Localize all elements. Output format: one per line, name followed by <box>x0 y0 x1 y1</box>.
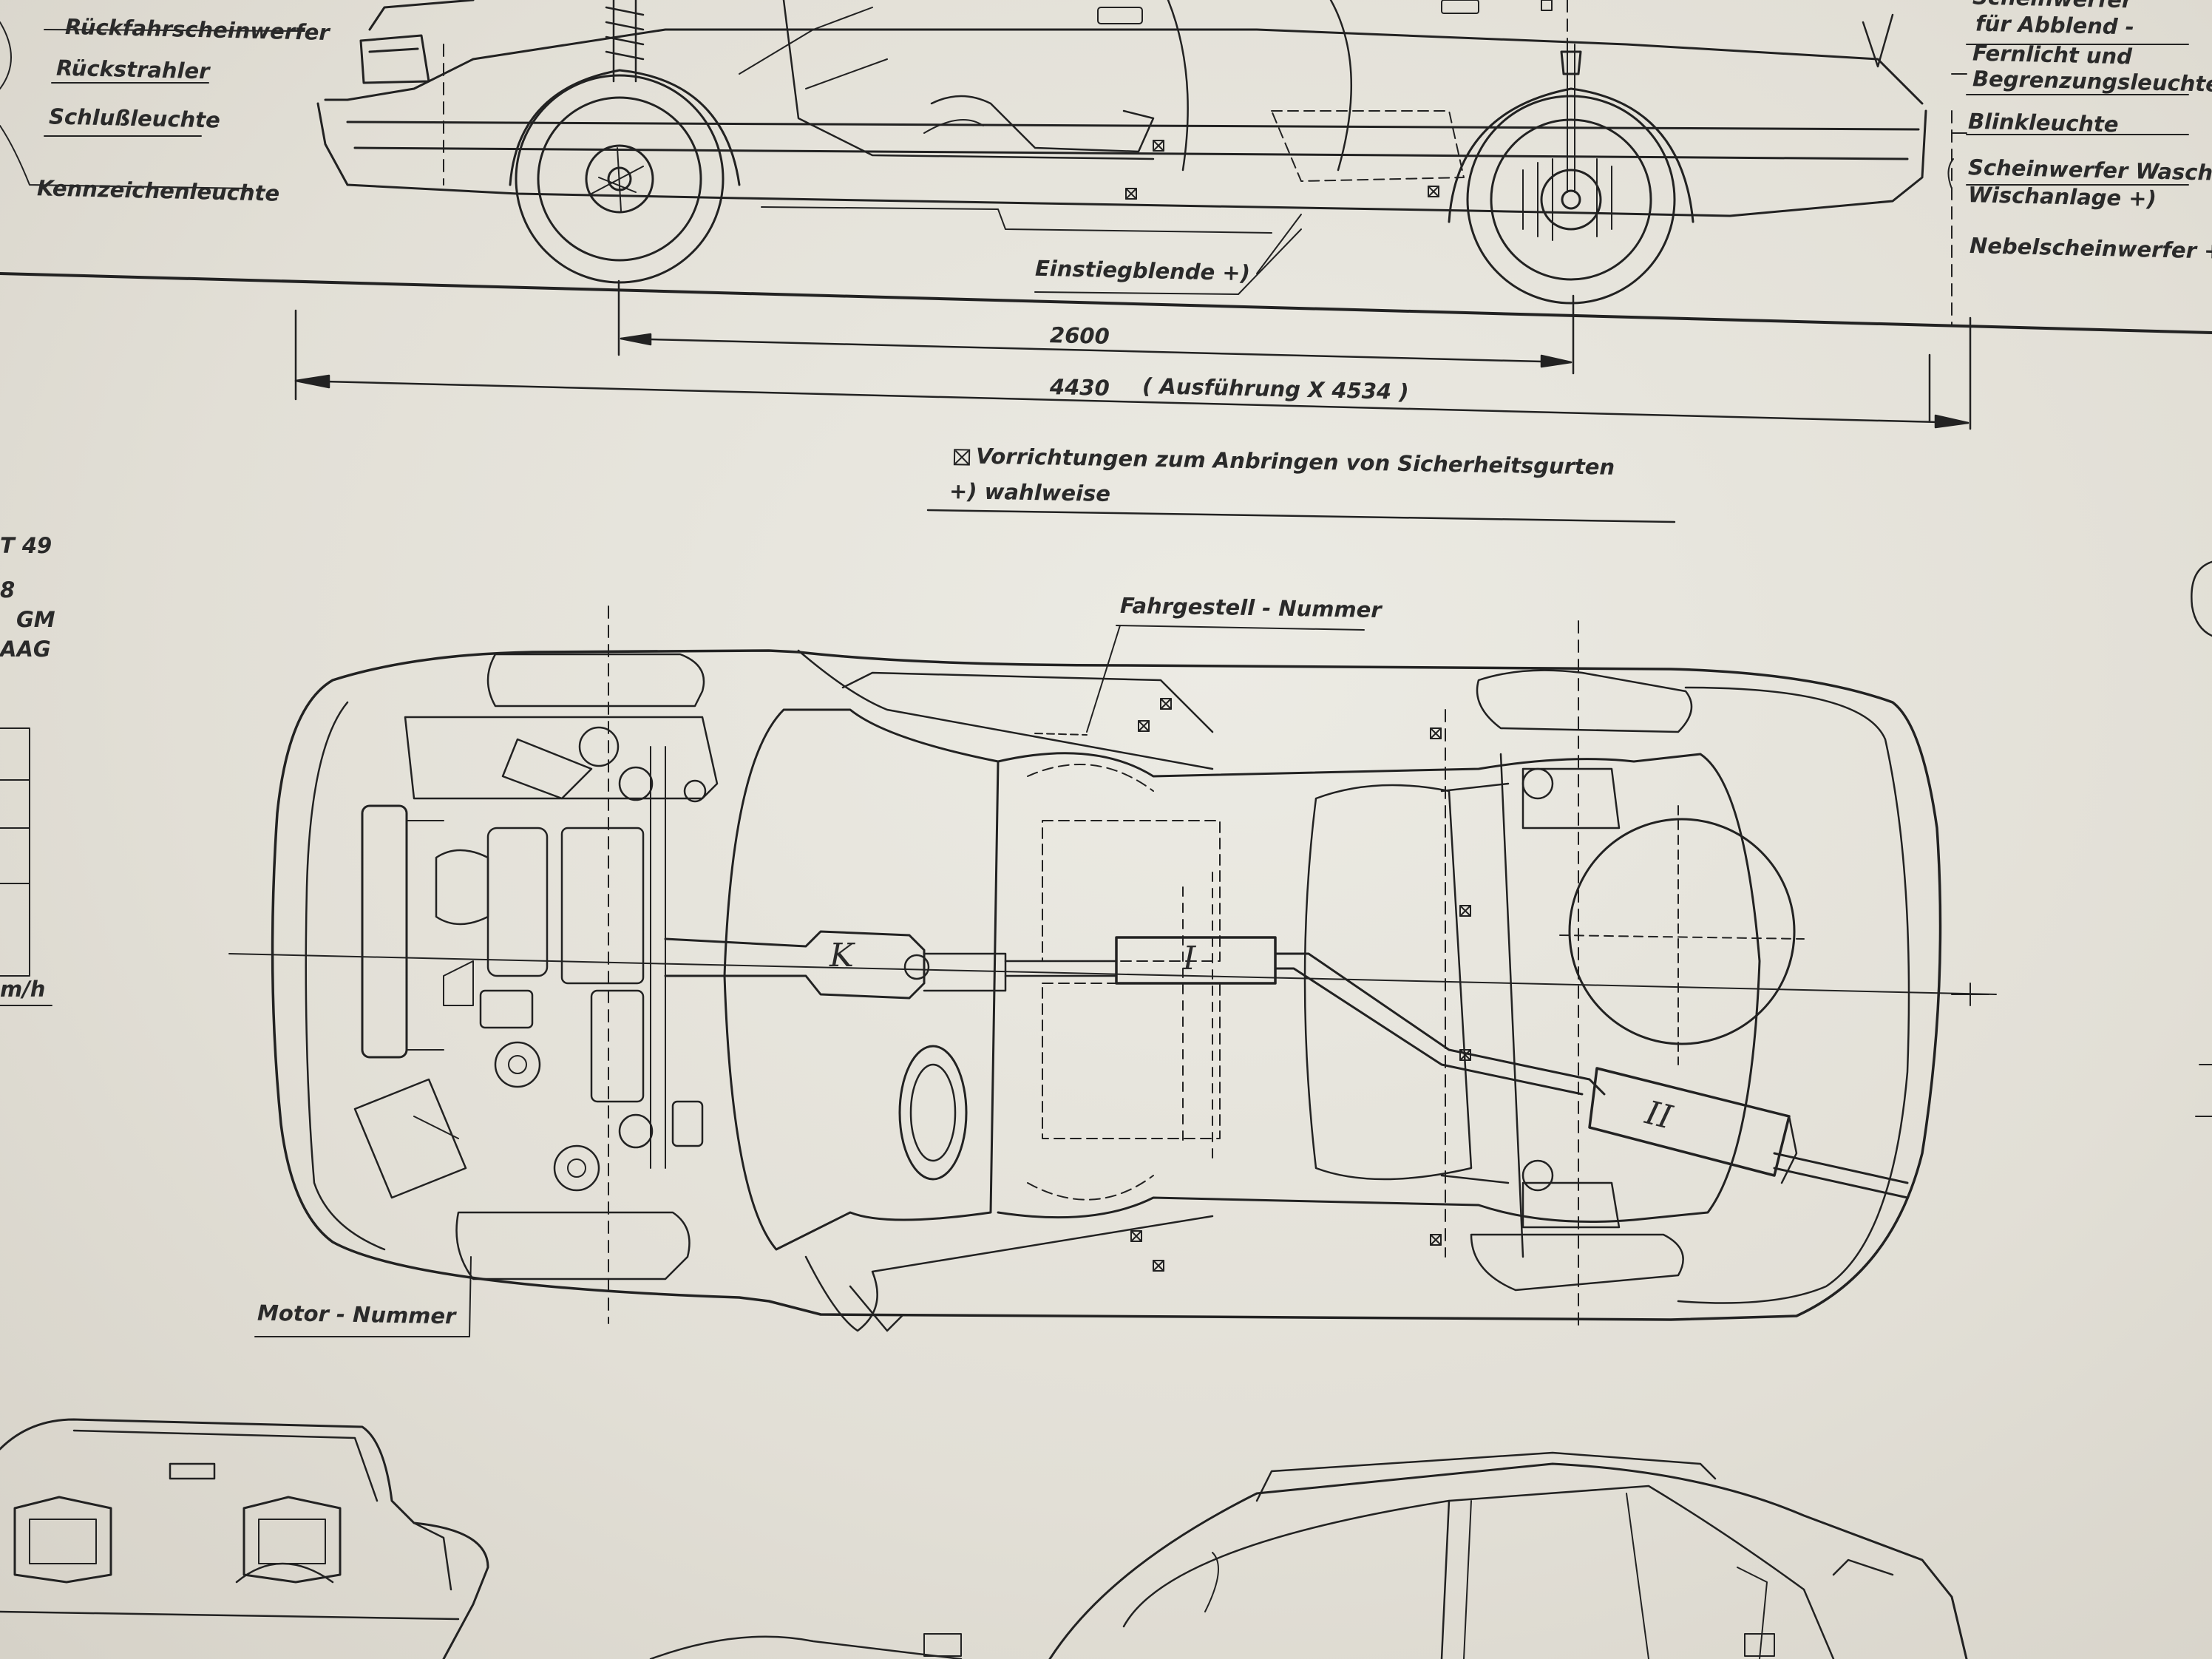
dimension-wheelbase: 2600 <box>1049 322 1110 349</box>
left-fragment-t49: T 49 <box>0 533 52 558</box>
label-abblend: für Abblend - <box>1975 10 2135 40</box>
label-motor-nummer: Motor - Nummer <box>257 1300 456 1329</box>
note-wahlweise: +) wahlweise <box>949 478 1111 506</box>
belt-anchor-icon <box>953 449 971 466</box>
label-blinkleuchte: Blinkleuchte <box>1967 108 2119 138</box>
left-fragment-aag: AAG <box>0 637 51 662</box>
top-view <box>0 560 2212 1337</box>
label-schlussleuchte: Schlußleuchte <box>48 104 221 133</box>
label-fahrgestell-nummer: Fahrgestell - Nummer <box>1119 592 1382 623</box>
left-fragment-gm: GM <box>16 607 55 632</box>
component-label-i: I <box>1183 940 1196 977</box>
side-profile-view <box>649 1451 1968 1659</box>
left-fragment-kmh: m/h <box>0 977 46 1002</box>
note-sicherheitsgurte: Vorrichtungen zum Anbringen von Sicherhe… <box>953 444 1615 480</box>
label-rueckstrahler: Rückstrahler <box>55 55 210 84</box>
label-fernlicht: Fernlicht und <box>1972 40 2133 69</box>
label-wischanlage: Wischanlage +) <box>1967 182 2157 211</box>
dimension-length: 4430 <box>1049 374 1110 401</box>
side-view <box>0 0 2212 334</box>
label-einstiegblende: Einstiegblende +) <box>1034 255 1251 286</box>
component-label-k: K <box>830 937 854 974</box>
left-fragment-8: 8 <box>0 577 16 603</box>
dimension-lines <box>294 279 1972 523</box>
rear-view <box>0 1418 489 1659</box>
